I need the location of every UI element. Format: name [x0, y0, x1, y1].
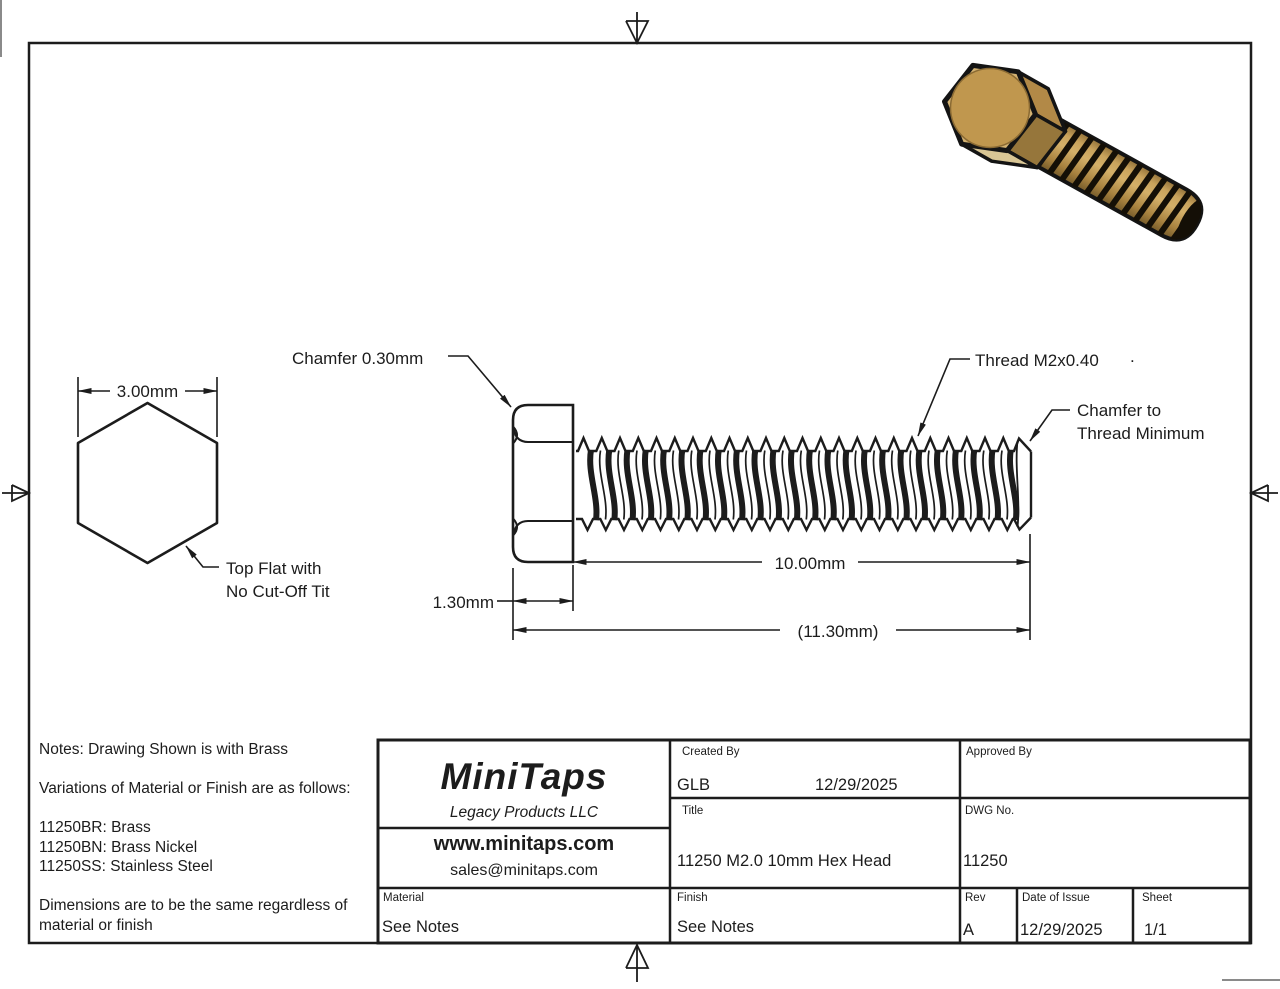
brand-url: www.minitaps.com	[433, 833, 615, 855]
annotation-top-flat-2: No Cut-Off Tit	[226, 582, 330, 601]
bolt-side-view	[511, 403, 1033, 564]
annotation-chamfer-head: Chamfer 0.30mm	[292, 349, 423, 368]
annotation-top-flat-1: Top Flat with	[226, 559, 321, 578]
bolt-3d-tip	[1176, 198, 1207, 246]
annotation-texts: 3.00mm 10.00mm 1.30mm (11.30mm) Chamfer …	[117, 347, 1205, 641]
created-by-label: Created By	[682, 746, 740, 758]
hex-head-outline	[511, 403, 575, 564]
brand-logo: MiniTaps	[440, 756, 608, 797]
center-mark-top-icon	[625, 12, 650, 46]
dwg-no-label: DWG No.	[965, 805, 1015, 817]
approved-by-label: Approved By	[966, 746, 1032, 758]
material-label: Material	[383, 892, 424, 904]
dim-across-flats: 3.00mm	[117, 382, 178, 401]
dimensions	[448, 355, 1070, 640]
bolt-3d-render	[942, 62, 1207, 246]
center-mark-left-icon	[2, 484, 32, 503]
notes-line: material or finish	[39, 917, 153, 934]
dim-thread-length: 10.00mm	[775, 554, 846, 573]
notes-line: 11250BR: Brass	[39, 819, 151, 836]
created-date-value: 12/29/2025	[815, 776, 898, 794]
material-value: See Notes	[382, 918, 460, 936]
chamfer-head-leader-line	[448, 355, 512, 408]
hexagon-outline	[76, 401, 219, 565]
date-of-issue-value: 12/29/2025	[1020, 921, 1103, 939]
sheet-label: Sheet	[1142, 892, 1173, 904]
notes-line: Variations of Material or Finish are as …	[39, 780, 351, 797]
top-flat-leader-line	[185, 545, 219, 568]
finish-label: Finish	[677, 892, 708, 904]
date-of-issue-label: Date of Issue	[1022, 892, 1090, 904]
extension-lines	[512, 534, 1031, 640]
dim-head-height: 1.30mm	[433, 593, 494, 612]
finish-value: See Notes	[677, 918, 755, 936]
rev-value: A	[963, 921, 975, 939]
annotation-stray-dot: .	[1130, 347, 1135, 366]
annotation-thread-spec: Thread M2x0.40	[975, 351, 1099, 370]
notes-line: 11250BN: Brass Nickel	[39, 839, 198, 856]
notes-line: 11250SS: Stainless Steel	[39, 858, 213, 875]
bolt-3d-head-circle	[949, 67, 1031, 149]
across-flats-extension-lines	[77, 377, 218, 437]
brand-tagline: Legacy Products LLC	[449, 804, 599, 821]
hex-front-view	[76, 377, 219, 568]
thread-profile	[576, 434, 1033, 533]
created-by-value: GLB	[677, 776, 711, 794]
center-marks	[2, 12, 1278, 982]
dwg-no-value: 11250	[963, 852, 1008, 870]
brand-email: sales@minitaps.com	[450, 862, 598, 879]
center-mark-right-icon	[1248, 484, 1278, 503]
annotation-chamfer-tip-2: Thread Minimum	[1077, 424, 1205, 443]
center-mark-bottom-icon	[625, 942, 650, 982]
notes-line: Notes: Drawing Shown is with Brass	[39, 741, 288, 758]
chamfer-tip-leader-line	[1029, 409, 1070, 442]
rev-label: Rev	[965, 892, 986, 904]
dim-overall-length: (11.30mm)	[798, 622, 879, 641]
annotation-chamfer-tip-1: Chamfer to	[1077, 401, 1161, 420]
title-value: 11250 M2.0 10mm Hex Head	[677, 852, 892, 870]
thread-spec-leader-line	[917, 358, 970, 437]
sheet-value: 1/1	[1144, 921, 1167, 939]
hex-head-facet-lines	[512, 426, 573, 536]
title-block-lines	[376, 738, 1252, 945]
notes-line: Dimensions are to be the same regardless…	[39, 897, 348, 914]
title-label: Title	[682, 805, 704, 817]
